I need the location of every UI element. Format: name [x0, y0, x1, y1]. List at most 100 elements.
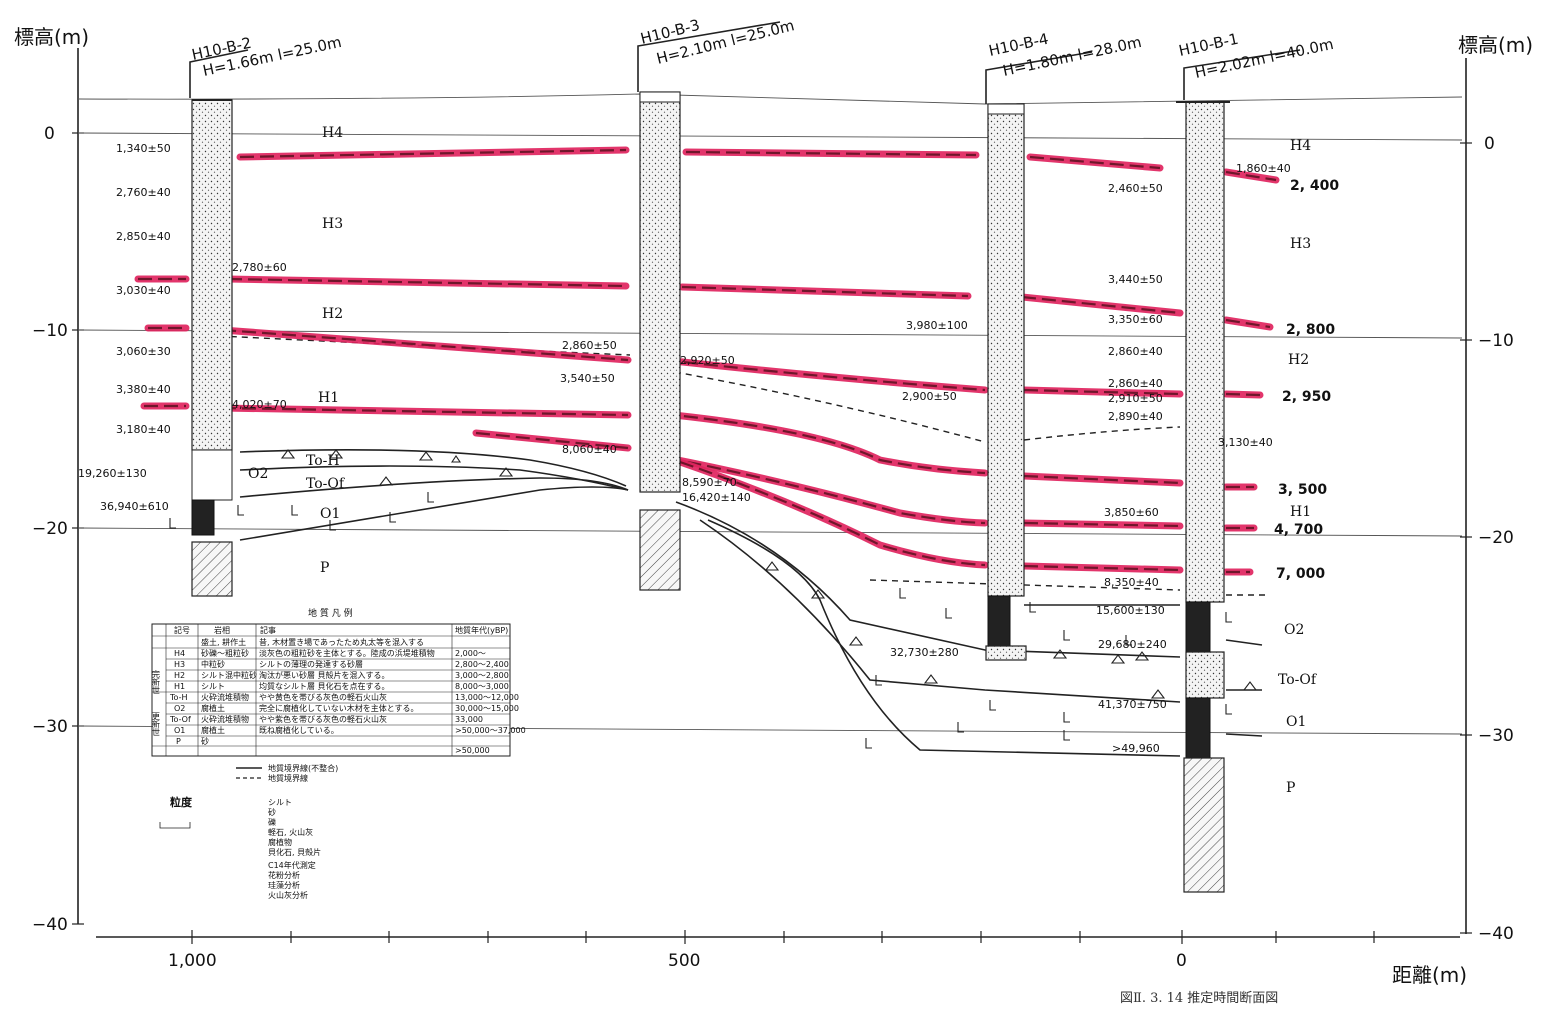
unit-o2-left: O2: [248, 466, 268, 482]
date-label: 2,460±50: [1108, 182, 1163, 195]
dashed-b4-b1-lower: [869, 579, 1181, 591]
boundary-o1-base: [239, 486, 629, 541]
boundary-toof-base: [239, 477, 629, 498]
legend-row: O1 腐植土 既ね腐植化している。 >50,000〜37,000: [174, 725, 526, 735]
right-axis-title: 標高(m): [1458, 33, 1533, 57]
distance-axis-title: 距離(m): [1392, 963, 1467, 987]
svg-text:砂礫〜粗粒砂: 砂礫〜粗粒砂: [201, 648, 249, 658]
svg-text:2,800〜2,400: 2,800〜2,400: [455, 660, 509, 669]
right-tick-0: 0: [1484, 134, 1495, 154]
date-label: 32,730±280: [890, 646, 959, 659]
right-tick-40: −40: [1478, 924, 1514, 944]
svg-text:シルト混中粒砂: シルト混中粒砂: [201, 670, 257, 680]
svg-text:シルトの薄理の発達する砂層: シルトの薄理の発達する砂層: [259, 659, 363, 669]
legend-symbol-humus: 腐植物: [268, 837, 292, 847]
legend-era-holocene: 完新世: [152, 669, 161, 694]
svg-text:O2: O2: [174, 704, 185, 713]
date-label: 3,180±40: [116, 423, 171, 436]
svg-text:火砕流堆積物: 火砕流堆積物: [201, 714, 249, 724]
time-line-3500: [140, 402, 1258, 491]
legend-era-pleistocene: 更新世: [152, 712, 161, 736]
dates-borehole-b2: 1,340±50 2,760±40 2,850±40 2,780±60 3,03…: [78, 142, 287, 513]
unit-toof-left: To-Of: [306, 476, 346, 492]
figure-caption: 図Ⅱ. 3. 14 推定時間断面図: [1120, 991, 1278, 1006]
date-label: 2,850±40: [116, 230, 171, 243]
legend-line-boundary: 地質境界線: [268, 773, 308, 783]
date-label: 2,760±40: [116, 186, 171, 199]
legend-analysis-diatom: 珪藻分析: [268, 880, 300, 890]
time-lines: [134, 146, 1280, 576]
unit-h3-left: H3: [322, 216, 343, 232]
boundary-o2-base: [239, 465, 629, 491]
legend-row: P 砂 >50,000: [176, 736, 490, 755]
date-label: 36,940±610: [100, 500, 169, 513]
dashed-b4-b1: [1023, 426, 1181, 441]
unit-p-left: P: [320, 560, 329, 576]
svg-text:H2: H2: [174, 671, 185, 680]
date-label: 29,680±240: [1098, 638, 1167, 651]
dates-borehole-b4: 3,980±100 2,900±50 32,730±280: [890, 319, 968, 659]
distance-axis-ticks: 1,000 500 0: [168, 930, 1375, 971]
date-label: 2,780±60: [232, 261, 287, 274]
date-label: 3,350±60: [1108, 313, 1163, 326]
left-tick-20: −20: [32, 519, 68, 539]
date-label: 3,380±40: [116, 383, 171, 396]
date-label: 3,030±40: [116, 284, 171, 297]
unit-toof-right: To-Of: [1278, 672, 1318, 688]
svg-text:2,000〜: 2,000〜: [455, 649, 486, 658]
legend-row: To-Of 火砕流堆積物 やや紫色を帯びる灰色の軽石火山灰 33,000: [169, 714, 483, 724]
unit-o1-right: O1: [1286, 714, 1306, 730]
date-label: 15,600±130: [1096, 604, 1165, 617]
date-label: 2,860±40: [1108, 345, 1163, 358]
age-label-2800: 2, 800: [1286, 322, 1335, 338]
left-axis-ticks: 0 −10 −20 −30 −40: [32, 124, 84, 935]
svg-text:H3: H3: [174, 660, 185, 669]
borehole-b1: H10-B-1 H=2.02m l=40.0m: [1176, 30, 1335, 893]
unit-o2-right: O2: [1284, 622, 1304, 638]
age-label-7000: 7, 000: [1276, 566, 1325, 582]
right-tick-20: −20: [1478, 528, 1514, 548]
svg-text:>50,000〜37,000: >50,000〜37,000: [455, 726, 526, 735]
svg-text:中粒砂: 中粒砂: [201, 659, 225, 669]
unit-toh: To-H: [306, 453, 340, 469]
date-label: 2,860±50: [562, 339, 617, 352]
date-label: >49,960: [1112, 742, 1160, 755]
date-label: 8,590±70: [682, 476, 737, 489]
unit-h2-right: H2: [1288, 352, 1309, 368]
date-label: 1,340±50: [116, 142, 171, 155]
svg-text:腐植土: 腐植土: [201, 703, 225, 713]
left-tick-40: −40: [32, 915, 68, 935]
svg-text:淡灰色の粗粒砂を主体とする。陸成の浜堤堆積物: 淡灰色の粗粒砂を主体とする。陸成の浜堤堆積物: [259, 648, 435, 658]
sediment-symbols: [169, 449, 1258, 749]
date-label: 3,850±60: [1104, 506, 1159, 519]
date-label: 2,920±50: [680, 354, 735, 367]
legend-row: H4 砂礫〜粗粒砂 淡灰色の粗粒砂を主体とする。陸成の浜堤堆積物 2,000〜: [174, 648, 486, 658]
legend-symbol-silt: シルト: [268, 798, 292, 807]
svg-text:既ね腐植化している。: 既ね腐植化している。: [259, 725, 339, 735]
date-label: 3,980±100: [906, 319, 968, 332]
svg-text:砂: 砂: [201, 736, 209, 746]
svg-text:盛土, 耕作土: 盛土, 耕作土: [201, 637, 246, 647]
date-label: 41,370±750: [1098, 698, 1167, 711]
unit-h4-right: H4: [1290, 138, 1311, 154]
legend-symbol-gravel: 礫: [268, 817, 276, 827]
unit-h3-right: H3: [1290, 236, 1311, 252]
distance-tick-500: 500: [668, 951, 700, 971]
dates-borehole-b1: 1,860±40 2,460±50 3,440±50 3,350±60 2,86…: [1096, 162, 1291, 755]
legend-title: 地 質 凡 例: [308, 607, 353, 619]
svg-text:火砕流堆積物: 火砕流堆積物: [201, 692, 249, 702]
boundary-b3-b1-2: [699, 519, 1181, 703]
age-label-2400: 2, 400: [1290, 178, 1339, 194]
svg-text:H4: H4: [174, 649, 185, 658]
distance-tick-0: 0: [1176, 951, 1187, 971]
age-label-2950: 2, 950: [1282, 389, 1331, 405]
legend-row: H1 シルト 均質なシルト層 貝化石を点在する。 8,000〜3,000: [174, 681, 509, 691]
svg-text:To-Of: To-Of: [169, 715, 191, 724]
unit-o1-left: O1: [320, 506, 340, 522]
date-label: 8,060±40: [562, 443, 617, 456]
svg-text:33,000: 33,000: [455, 715, 483, 724]
boundary-b1-o1-right: [1225, 733, 1263, 737]
legend-header-age: 地質年代(yBP): [455, 625, 508, 635]
boundary-b1-o2-right: [1225, 639, 1263, 646]
